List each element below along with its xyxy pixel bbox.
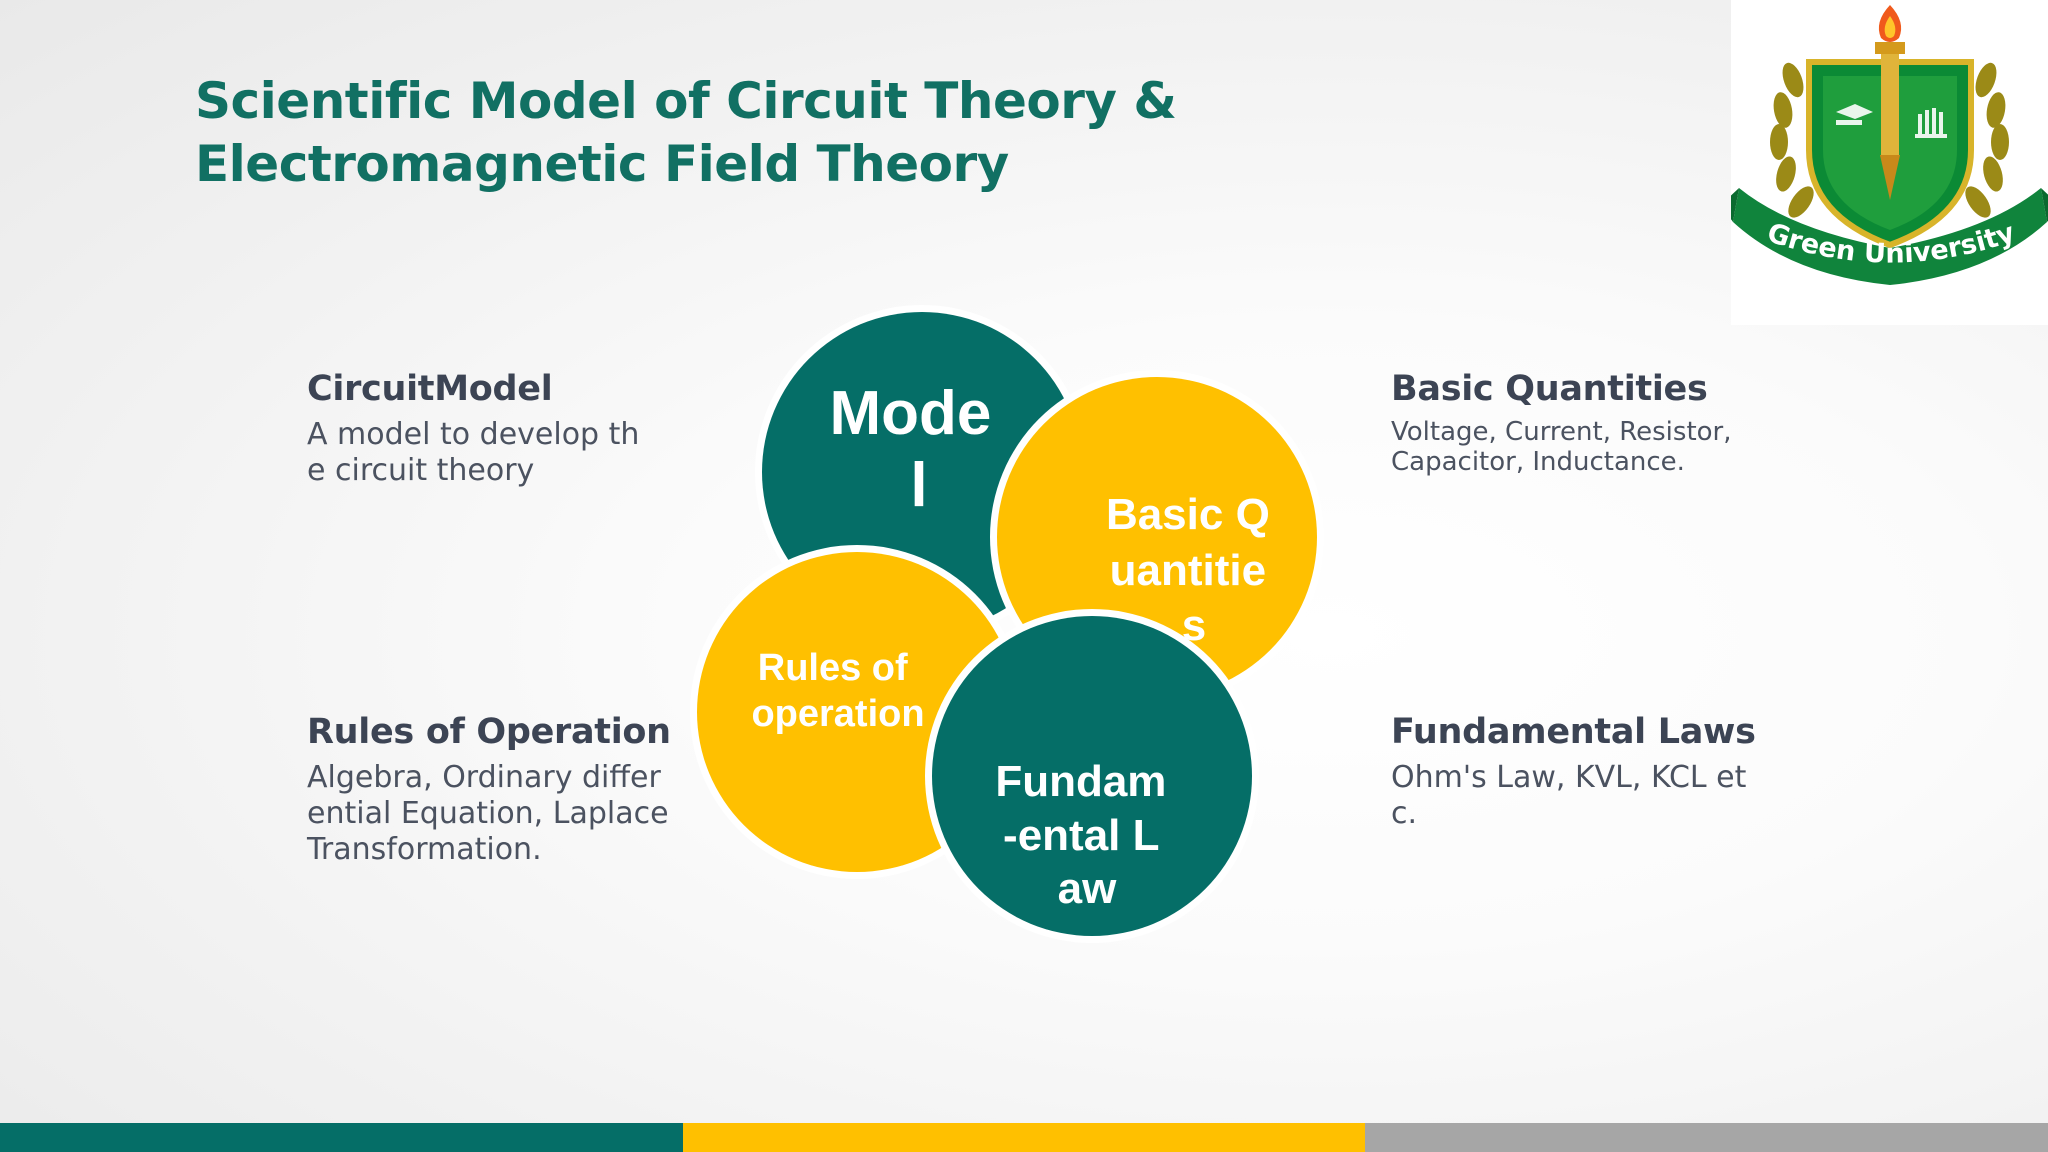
rules-of-operation-title: Rules of Operation (307, 712, 671, 752)
bottom-color-bar (0, 1123, 2048, 1152)
circle-basic-quantities-label: Basic Q uantitie s (1106, 490, 1282, 650)
circuit-model-block: CircuitModel A model to develop th e cir… (307, 367, 687, 489)
bottom-bar-gray-segment (1365, 1123, 2048, 1152)
slide-title: Scientific Model of Circuit Theory & Ele… (195, 72, 1177, 193)
fundamental-laws-title: Fundamental Laws (1391, 712, 1756, 752)
green-university-crest-icon: Green University (1731, 5, 2048, 285)
bottom-bar-yellow-segment (683, 1123, 1365, 1152)
rules-of-operation-block: Rules of Operation Algebra, Ordinary dif… (307, 710, 687, 868)
circle-fundamental-law-shape (932, 616, 1252, 936)
basic-quantities-block: Basic Quantities Voltage, Current, Resis… (1391, 367, 1791, 477)
basic-quantities-text: Voltage, Current, Resistor, Capacitor, I… (1391, 417, 1732, 477)
circuit-model-title: CircuitModel (307, 369, 553, 409)
circle-fundamental-law: Fundam -ental L aw (925, 609, 1259, 943)
rules-of-operation-text: Algebra, Ordinary differ ential Equation… (307, 760, 669, 867)
circle-fundamental-law-label: Fundam -ental L aw (995, 757, 1178, 913)
circle-model-label: Mode l (829, 379, 1008, 520)
university-logo: Green University (1731, 0, 2048, 325)
fundamental-laws-text: Ohm's Law, KVL, KCL et c. (1391, 760, 1747, 831)
laurel-wreath-icon (1770, 62, 2009, 218)
bottom-bar-teal-segment (0, 1123, 683, 1152)
circle-rules-of-operation-label: Rules of operation (751, 647, 924, 735)
circuit-model-text: A model to develop th e circuit theory (307, 417, 640, 488)
fundamental-laws-block: Fundamental Laws Ohm's Law, KVL, KCL et … (1391, 710, 1791, 832)
basic-quantities-title: Basic Quantities (1391, 369, 1708, 409)
